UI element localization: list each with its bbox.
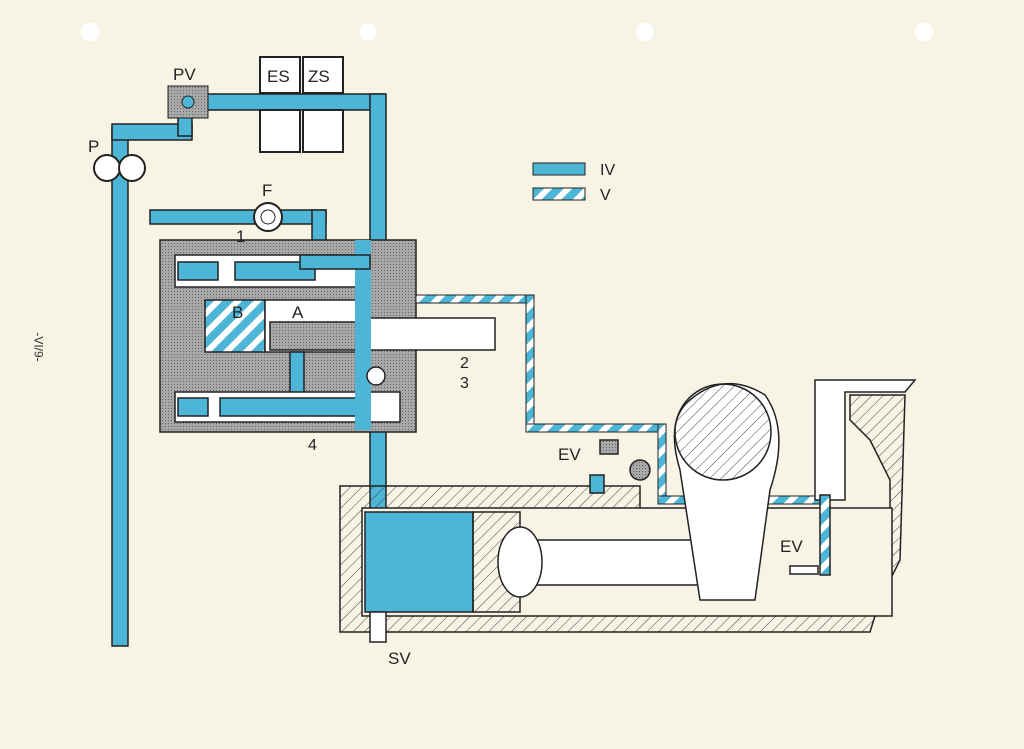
filter-inner — [260, 209, 276, 225]
page-number: -VI/9- — [31, 332, 46, 362]
pump-label: P — [88, 137, 99, 156]
legend-label-iv: IV — [600, 162, 615, 179]
pump — [93, 154, 146, 182]
part-3-label: 3 — [460, 375, 469, 392]
part-4-label: 4 — [308, 437, 317, 454]
chamber-a-label: A — [292, 303, 304, 322]
legend-label-v: V — [600, 187, 611, 204]
control-valve-block — [159, 239, 496, 433]
sv-label: SV — [388, 649, 411, 668]
es-label: ES — [267, 67, 290, 86]
ev-upper-label: EV — [558, 445, 581, 464]
ev-lower-label: EV — [780, 537, 803, 556]
legend-swatch-striped — [532, 187, 586, 201]
es-zs-units — [259, 56, 344, 153]
punch-holes — [81, 23, 933, 41]
chamber-b-label: B — [232, 303, 243, 322]
pressure-valve — [167, 85, 209, 119]
part-1-label: 1 — [236, 227, 245, 246]
legend-swatch-solid — [532, 162, 586, 176]
filter-label: F — [262, 181, 272, 200]
engine-housing — [339, 379, 917, 643]
legend: IV V — [532, 162, 615, 204]
filter — [253, 202, 283, 232]
part-2-label: 2 — [460, 355, 469, 372]
zs-label: ZS — [308, 67, 330, 86]
pressure-valve-label: PV — [173, 65, 196, 84]
